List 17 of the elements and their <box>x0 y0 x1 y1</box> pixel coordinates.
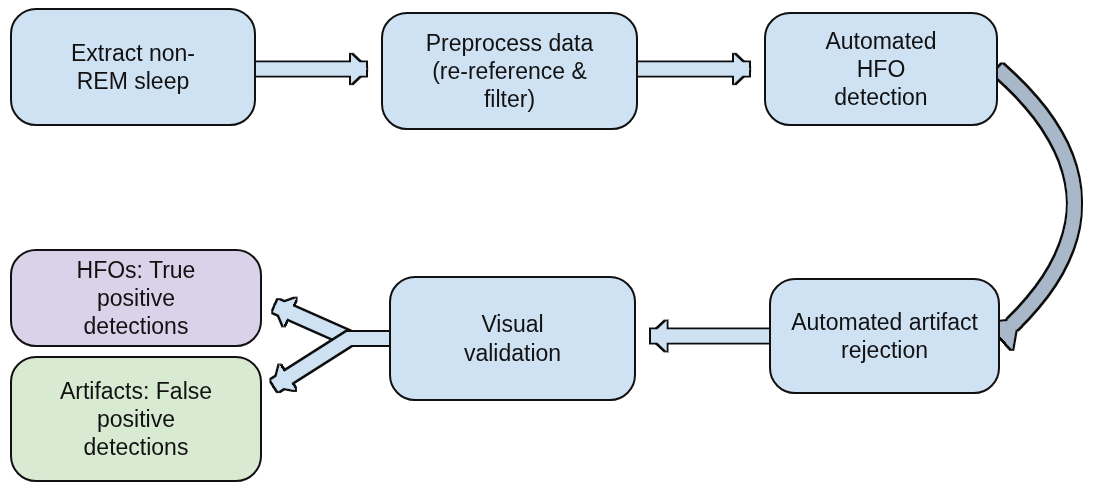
box-text: Extract non-REM sleep <box>70 38 196 96</box>
box-text: Automated HFO detection <box>824 26 938 112</box>
box-text: HFOs: True positive detections <box>75 255 197 341</box>
process-box <box>10 356 262 482</box>
process-box <box>10 8 256 126</box>
process-box <box>769 278 1000 394</box>
block-arrow <box>256 54 367 84</box>
process-box <box>764 12 998 126</box>
box-text: Visual validation <box>462 310 563 367</box>
box-text: Preprocess data (re-reference & filter) <box>424 28 595 114</box>
process-box <box>10 249 262 347</box>
box-text: Artifacts: False positive detections <box>58 376 214 462</box>
box-text: Automated artifact rejection <box>791 307 978 365</box>
process-box <box>381 12 638 130</box>
process-box <box>389 276 636 401</box>
block-arrow <box>650 321 769 351</box>
block-arrow <box>638 54 750 84</box>
